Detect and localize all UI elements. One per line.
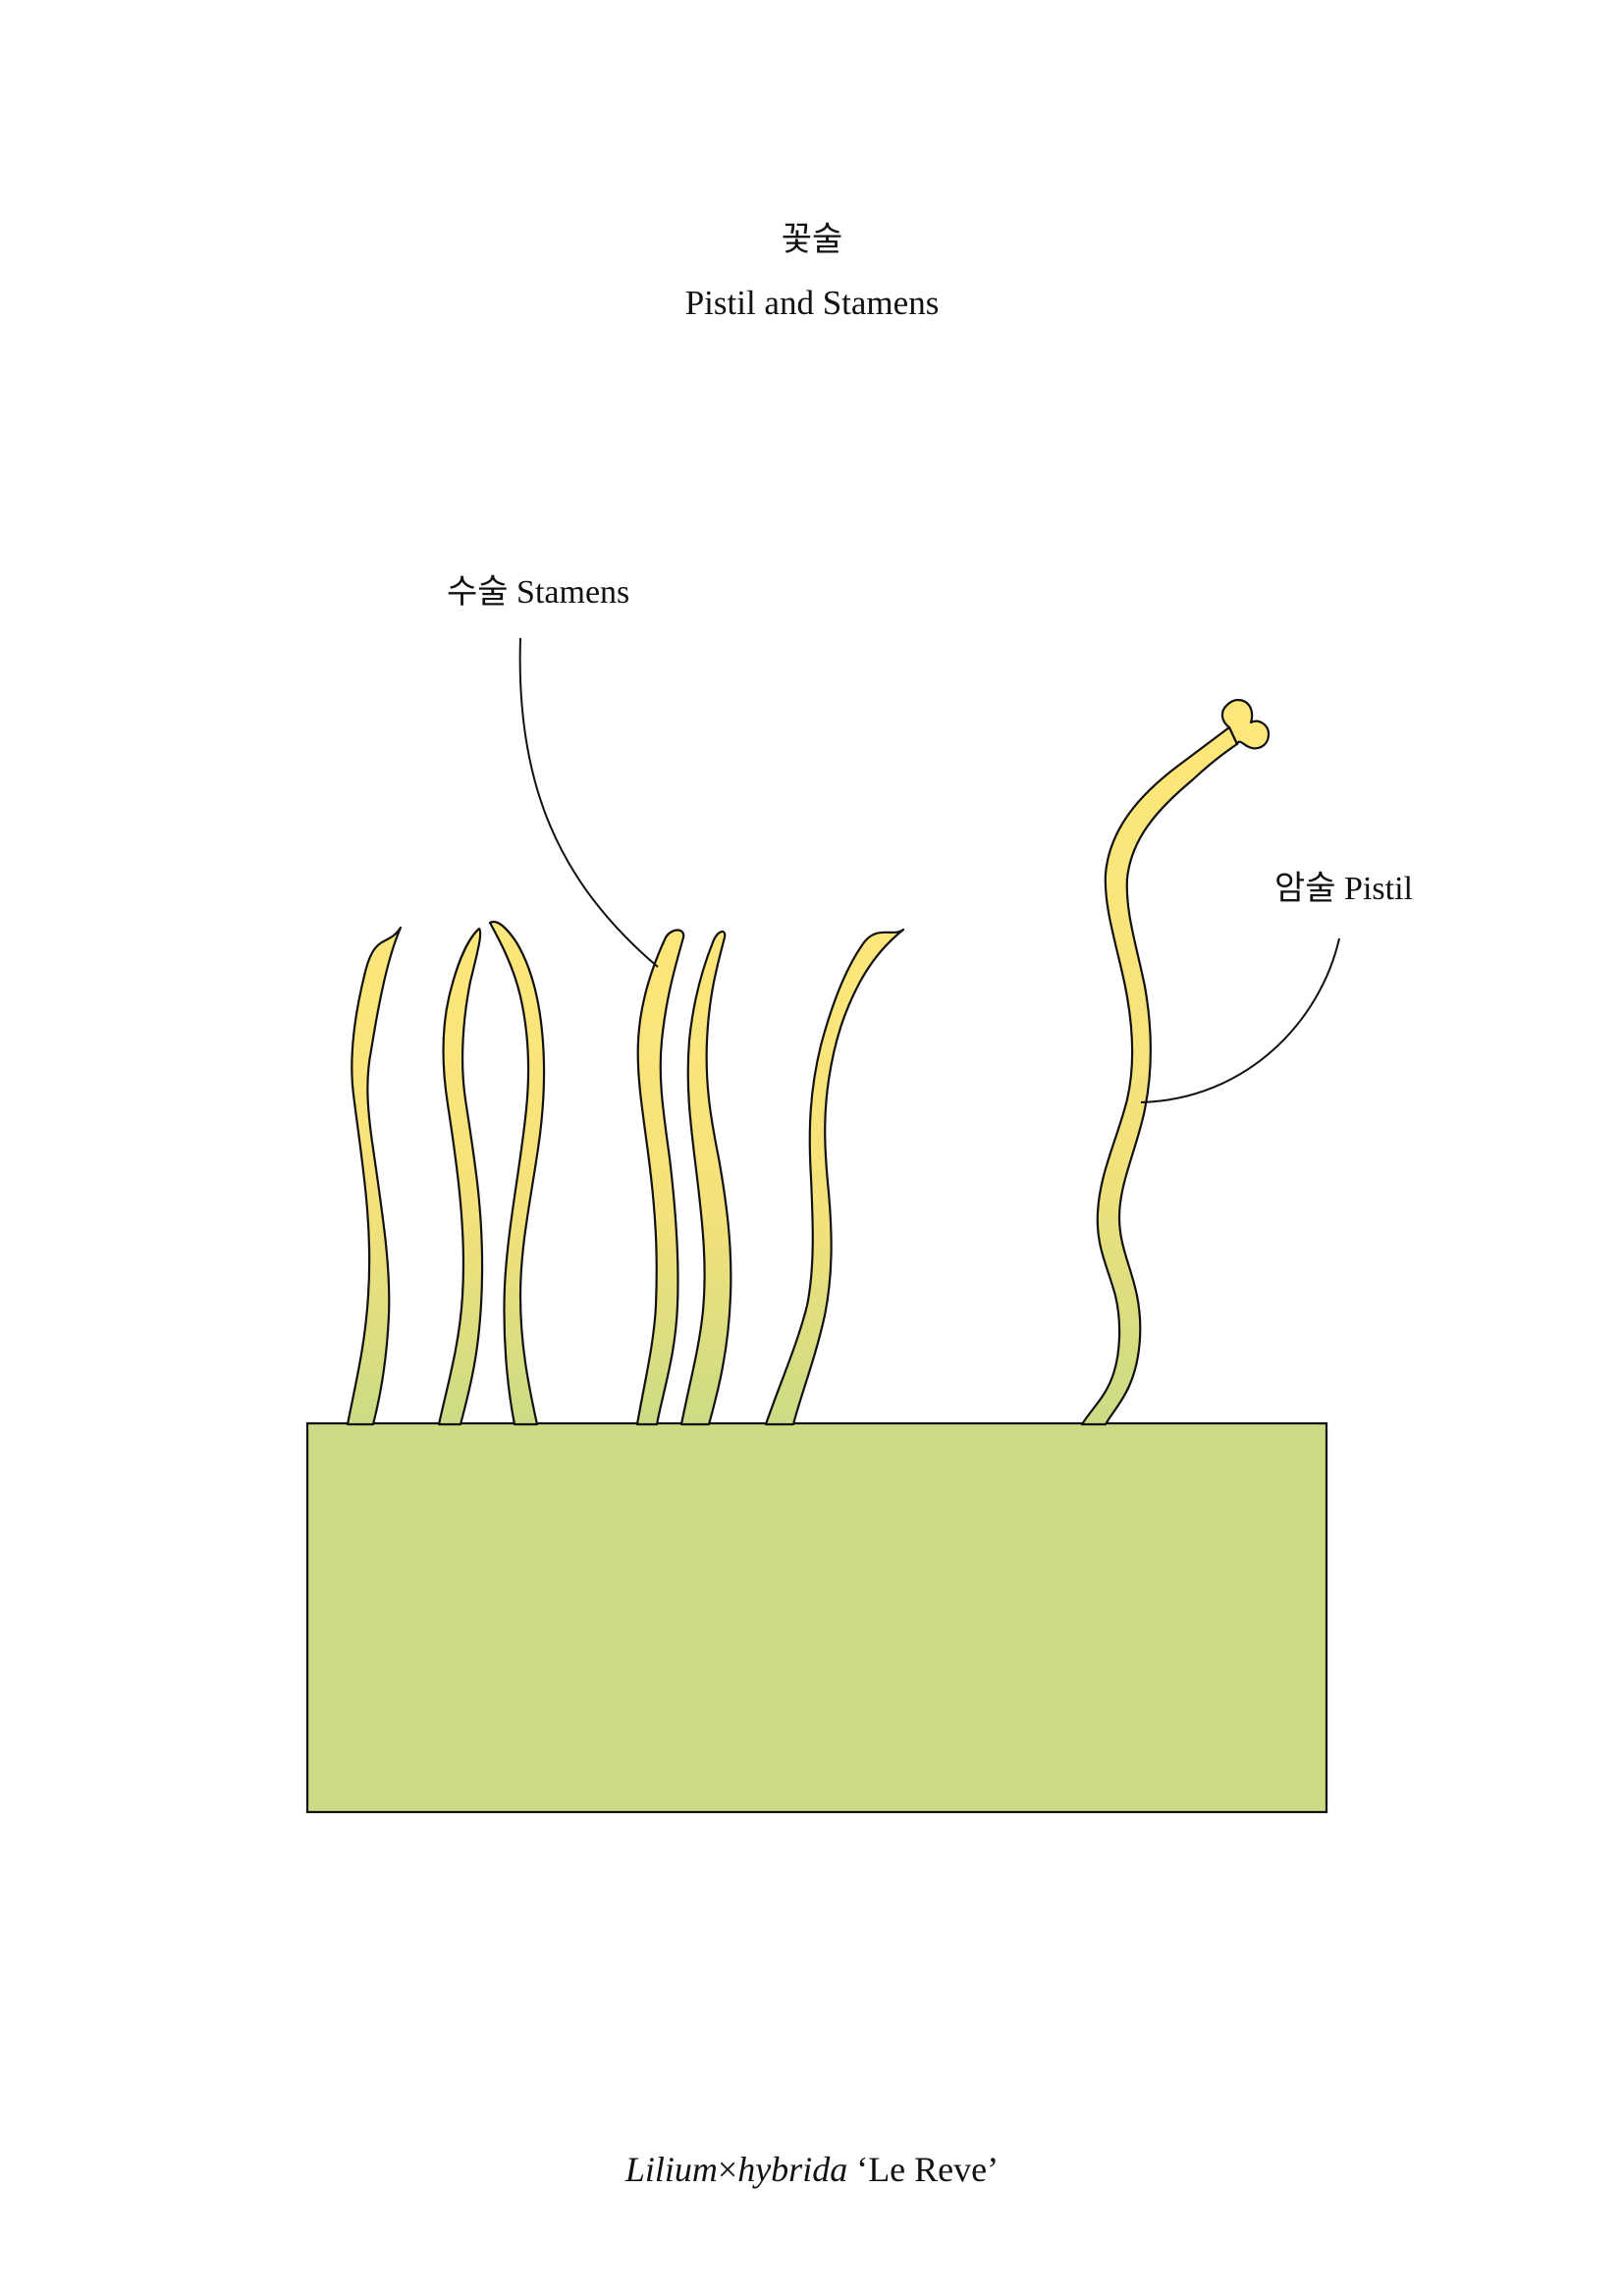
caption-cultivar: ‘Le Reve’	[856, 2150, 1000, 2189]
pistil-label: 암술 Pistil	[1274, 871, 1413, 907]
pistil-stigma	[1220, 699, 1271, 750]
stamens-leader-line	[518, 637, 659, 968]
species-caption: Lilium×hybrida ‘Le Reve’	[0, 2147, 1624, 2192]
stamen-filament-4	[635, 929, 685, 1426]
caption-genus: Lilium	[624, 2150, 718, 2189]
stamen-filament-3	[488, 920, 546, 1426]
stamen-filament-5	[679, 930, 732, 1426]
pistil-leader-line	[1140, 937, 1340, 1103]
receptacle-fill	[307, 1423, 1326, 1812]
stamen-filament-2	[437, 927, 484, 1426]
stamen-filament-6	[764, 928, 905, 1426]
pistil-style	[1080, 725, 1239, 1426]
title-english: Pistil and Stamens	[684, 284, 940, 322]
receptacle-outline	[305, 1421, 1328, 1814]
title-korean: 꽃술	[781, 220, 843, 259]
stamens-label: 수술 Stamens	[447, 574, 630, 611]
caption-cross: ×	[717, 2150, 738, 2189]
stamen-filament-1	[346, 926, 403, 1426]
caption-species: hybrida	[737, 2150, 848, 2189]
